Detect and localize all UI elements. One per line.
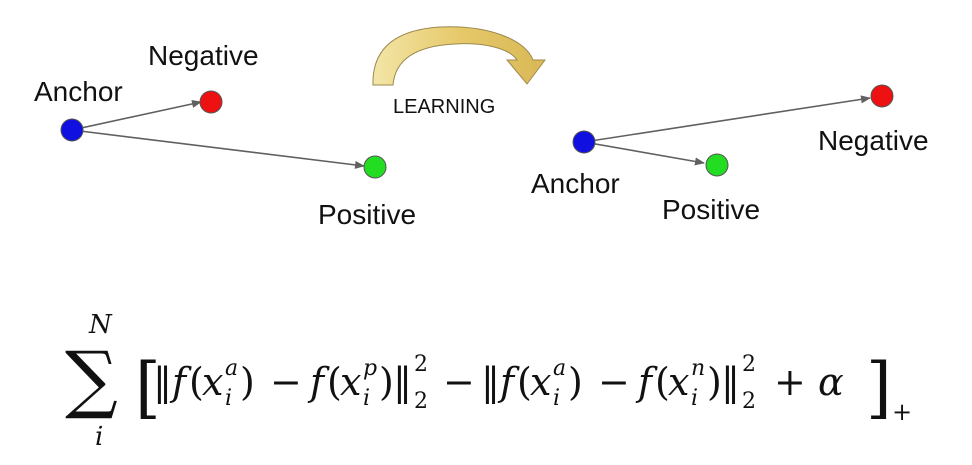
minus-3: −: [598, 360, 630, 404]
sum-upper-limit: N: [88, 310, 113, 340]
sub-i-2: i: [363, 386, 370, 411]
x-2: x: [340, 360, 361, 404]
sup-2-1: 2: [414, 352, 428, 377]
negative-label-after: Negative: [818, 125, 929, 156]
positive-node-after: [705, 153, 729, 177]
paren-open-2: (: [327, 360, 342, 404]
anchor-to-positive-arrow: [71, 129, 365, 169]
negative-node-after: [870, 84, 894, 108]
negative-node: [199, 90, 223, 114]
paren-open-1: (: [189, 360, 204, 404]
norm-close-1: ‖: [393, 360, 412, 404]
positive-label-after: Positive: [662, 194, 760, 225]
sum-lower-limit: i: [95, 422, 103, 452]
norm-open-2: ‖: [481, 360, 500, 404]
sum-symbol: ∑: [65, 336, 118, 422]
sup-n: n: [691, 356, 705, 381]
negative-label: Negative: [148, 40, 259, 71]
paren-close-2: ): [379, 360, 394, 404]
triplet-loss-formula: N ∑ i [ ‖ f ( x a i ) − f ( x p i ) ‖ 2 …: [65, 310, 912, 452]
paren-close-1: ): [240, 360, 255, 404]
close-bracket: ]: [866, 349, 892, 426]
anchor-label: Anchor: [34, 76, 123, 107]
paren-close-3: ): [568, 360, 583, 404]
anchor-node: [60, 118, 84, 142]
positive-node: [363, 155, 387, 179]
sup-a-1: a: [225, 356, 238, 381]
sup-2-2: 2: [742, 352, 756, 377]
norm-open-1: ‖: [153, 360, 172, 404]
learning-label: LEARNING: [393, 96, 495, 118]
norm-close-2: ‖: [721, 360, 740, 404]
sub-2-2: 2: [742, 389, 756, 414]
sup-a-2: a: [553, 356, 566, 381]
alpha: α: [818, 360, 844, 404]
anchor-to-negative-arrow: [71, 100, 202, 131]
after-learning-group: Anchor Negative Positive: [531, 84, 929, 225]
learning-curved-arrow: [372, 26, 546, 86]
plus-subscript: +: [892, 398, 912, 426]
open-bracket: [: [135, 349, 161, 426]
plus: +: [774, 360, 806, 404]
x-4: x: [668, 360, 689, 404]
before-learning-group: Anchor Negative Positive: [34, 40, 416, 230]
sub-i-1: i: [225, 386, 232, 411]
paren-open-4: (: [655, 360, 670, 404]
anchor-to-positive-arrow-after: [583, 141, 705, 166]
sub-i-3: i: [553, 386, 560, 411]
anchor-to-negative-arrow-after: [583, 95, 871, 143]
x-1: x: [202, 360, 223, 404]
sub-2-1: 2: [414, 389, 428, 414]
sub-i-4: i: [691, 386, 698, 411]
paren-close-4: ): [707, 360, 722, 404]
minus-2: −: [443, 360, 475, 404]
x-3: x: [530, 360, 551, 404]
minus-1: −: [270, 360, 302, 404]
paren-open-3: (: [517, 360, 532, 404]
anchor-node-after: [572, 130, 596, 154]
sup-p: p: [363, 356, 377, 381]
anchor-label-after: Anchor: [531, 168, 620, 199]
positive-label: Positive: [318, 199, 416, 230]
